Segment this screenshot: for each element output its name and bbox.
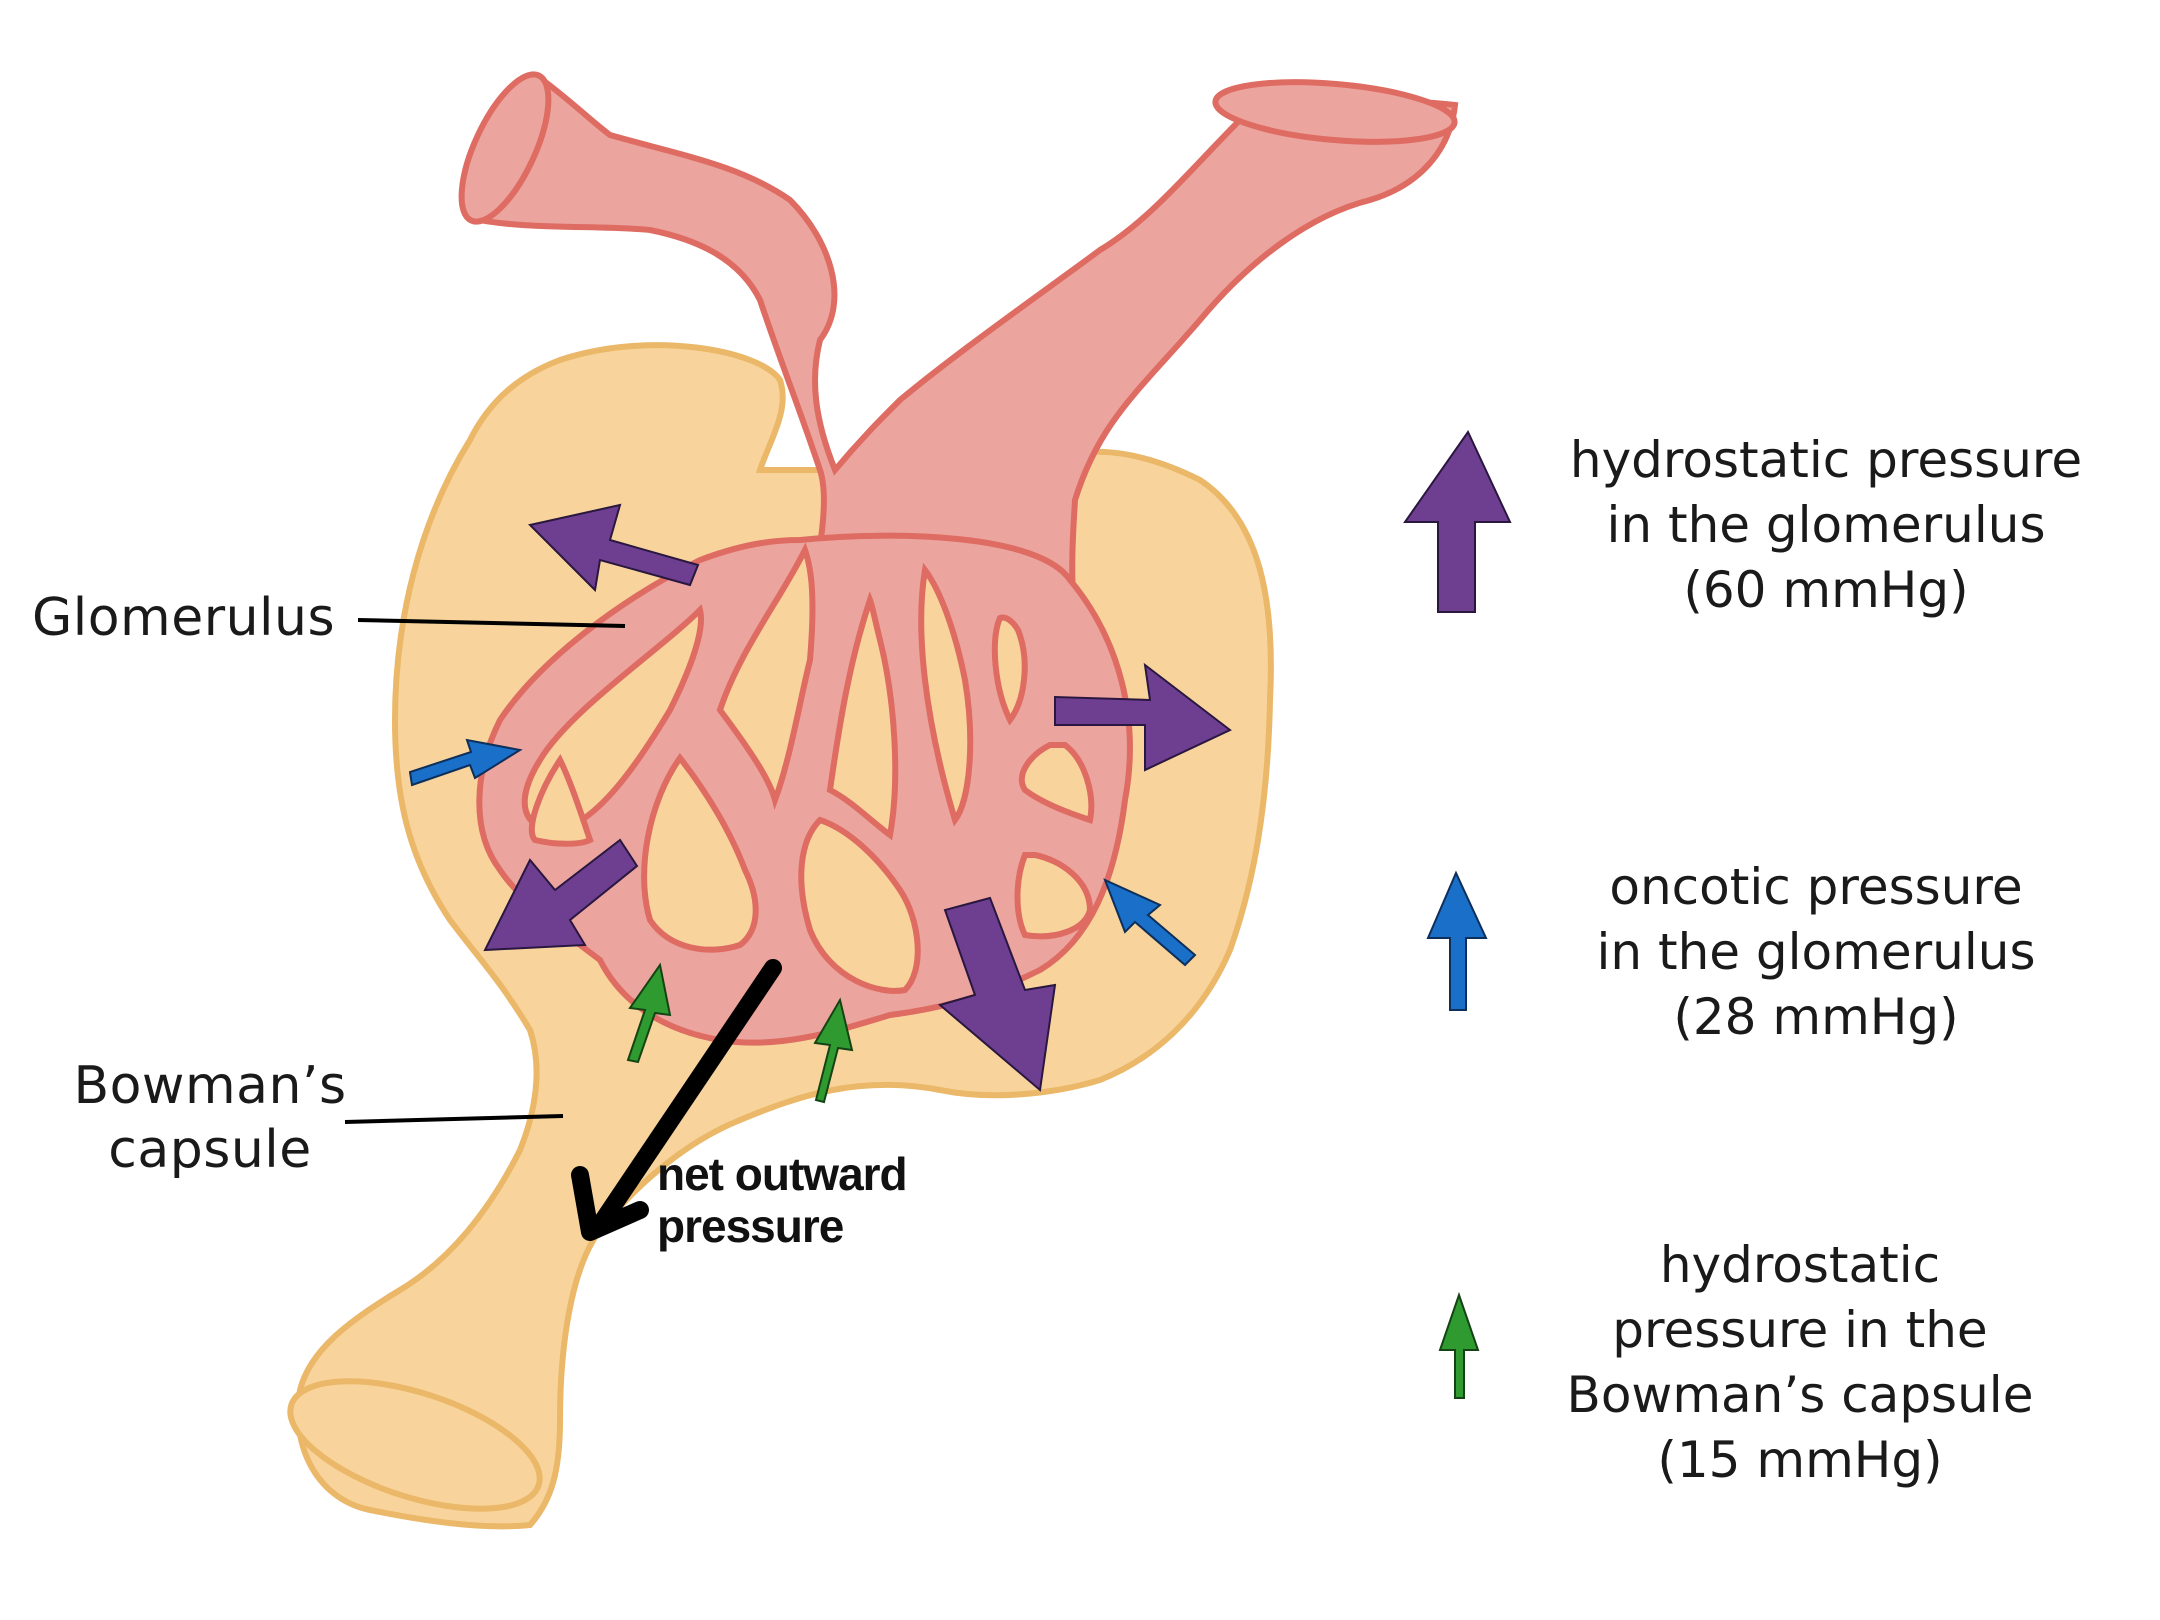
- efferent-opening: [1212, 79, 1458, 145]
- blue-arrows: [408, 738, 1197, 967]
- loop-3: [826, 591, 899, 841]
- legend-line: pressure in the: [1612, 1301, 1988, 1359]
- afferent-opening: [458, 71, 552, 225]
- legend-line: Bowman’s capsule: [1566, 1366, 2034, 1424]
- bowmans-capsule-label: Bowman’s capsule: [60, 1054, 360, 1182]
- green-arrow-1: [626, 962, 672, 1064]
- legend-line: hydrostatic pressure: [1569, 431, 2083, 489]
- purple-arrow-icon: [1403, 430, 1512, 613]
- legend-line: hydrostatic: [1659, 1236, 1941, 1294]
- net-label-line-1: net outward: [657, 1148, 908, 1200]
- loop-2: [716, 542, 816, 811]
- blue-arrow-icon: [1426, 870, 1488, 1011]
- loop-8: [641, 752, 759, 953]
- legend-line: (28 mmHg): [1673, 988, 1959, 1046]
- legend-line: (15 mmHg): [1657, 1431, 1943, 1489]
- arterioles: [458, 71, 1459, 664]
- green-arrows: [626, 962, 854, 1104]
- purple-arrow-upper-left: [528, 503, 700, 593]
- legend-oncotic-glomerulus: oncotic pressure in the glomerulus (28 m…: [1506, 855, 2126, 1050]
- glomerulus-label: Glomerulus: [32, 588, 336, 648]
- capsule-tube-opening: [287, 1378, 543, 1512]
- legend-line: in the glomerulus: [1596, 923, 2036, 981]
- legend-line: in the glomerulus: [1606, 496, 2046, 554]
- loop-7: [1014, 852, 1094, 940]
- purple-arrows: [483, 503, 1232, 1092]
- legend-hydrostatic-bowmans: hydrostatic pressure in the Bowman’s cap…: [1490, 1233, 2110, 1493]
- blue-arrow-right: [1103, 878, 1197, 967]
- purple-arrow-lower-right: [937, 896, 1057, 1092]
- purple-arrow-lower-left: [483, 838, 639, 952]
- loop-9: [798, 816, 921, 994]
- loop-4: [918, 562, 974, 827]
- loop-6: [1018, 742, 1095, 824]
- purple-arrow-right: [1054, 662, 1232, 772]
- legend-line: (60 mmHg): [1683, 561, 1969, 619]
- green-arrow-2: [813, 997, 854, 1104]
- glomerulus-leader-line: [357, 618, 626, 628]
- bowmans-label-line-1: Bowman’s: [73, 1056, 347, 1116]
- bowmans-leader-line: [344, 1114, 564, 1124]
- loop-10: [528, 754, 594, 847]
- net-label-line-2: pressure: [657, 1200, 844, 1252]
- legend-arrows: [1403, 430, 1512, 1399]
- legend-hydrostatic-glomerulus: hydrostatic pressure in the glomerulus (…: [1516, 428, 2136, 623]
- legend-line: oncotic pressure: [1609, 858, 2023, 916]
- loop-5: [991, 614, 1028, 726]
- net-outward-arrow: [571, 959, 782, 1241]
- bowmans-label-line-2: capsule: [108, 1120, 312, 1180]
- net-outward-pressure-label: net outward pressure: [657, 1148, 908, 1252]
- blue-arrow-left: [408, 738, 523, 787]
- green-arrow-icon: [1438, 1291, 1480, 1399]
